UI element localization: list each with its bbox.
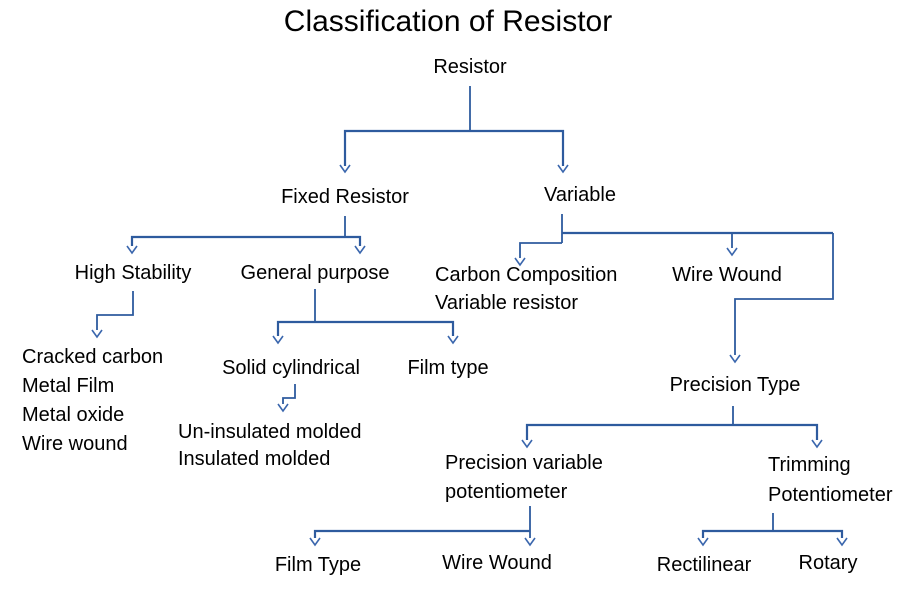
node-precision-variable-line1: Precision variable — [445, 452, 603, 474]
connector-wire-wound-to-precision-type — [729, 233, 834, 364]
node-high-stability: High Stability — [74, 262, 192, 284]
node-trimming-potentiometer: Trimming Potentiometer — [768, 450, 893, 510]
list-item-insulated-molded: Insulated molded — [178, 448, 331, 470]
node-rectilinear: Rectilinear — [656, 554, 752, 576]
node-carbon-composition: Carbon Composition Variable resistor — [435, 261, 617, 317]
connector-solid-cylindrical-to-items — [277, 384, 296, 413]
list-item-metal-film: Metal Film — [22, 375, 115, 397]
solid-cylindrical-items: Un-insulated molded Insulated molded — [178, 419, 361, 473]
connector-precision-variable-to-children — [309, 506, 536, 547]
connector-resistor-to-children — [339, 86, 569, 174]
connector-trimming-to-children — [697, 513, 848, 547]
page-title: Classification of Resistor — [283, 5, 613, 38]
connector-general-purpose-to-children — [272, 289, 459, 345]
connector-variable-to-children — [514, 214, 833, 267]
connector-high-stability-to-items — [91, 291, 134, 339]
node-solid-cylindrical: Solid cylindrical — [222, 357, 360, 379]
node-wire-wound-bottom: Wire Wound — [442, 552, 552, 574]
node-precision-type: Precision Type — [669, 374, 801, 396]
connector-precision-type-to-children — [521, 406, 823, 449]
node-fixed-resistor: Fixed Resistor — [281, 186, 409, 208]
list-item-metal-oxide: Metal oxide — [22, 404, 125, 426]
node-variable: Variable — [544, 184, 616, 206]
node-general-purpose: General purpose — [240, 262, 390, 284]
list-item-uninsulated-molded: Un-insulated molded — [178, 421, 362, 443]
list-item-wire-wound: Wire wound — [22, 433, 128, 455]
node-carbon-composition-line1: Carbon Composition — [435, 264, 618, 286]
node-trimming-line2: Potentiometer — [768, 484, 893, 506]
list-item-cracked-carbon: Cracked carbon — [22, 346, 164, 368]
node-trimming-line1: Trimming — [768, 454, 851, 476]
connector-fixed-to-children — [126, 216, 366, 255]
high-stability-items: Cracked carbon Metal Film Metal oxide Wi… — [22, 343, 163, 459]
node-wire-wound: Wire Wound — [672, 264, 782, 286]
node-precision-variable-potentiometer: Precision variable potentiometer — [445, 449, 603, 507]
node-film-type-bottom: Film Type — [274, 554, 362, 576]
node-film-type: Film type — [407, 357, 489, 379]
node-resistor: Resistor — [433, 56, 507, 78]
node-carbon-composition-line2: Variable resistor — [435, 292, 579, 314]
node-precision-variable-line2: potentiometer — [445, 481, 568, 503]
node-rotary: Rotary — [798, 552, 858, 574]
